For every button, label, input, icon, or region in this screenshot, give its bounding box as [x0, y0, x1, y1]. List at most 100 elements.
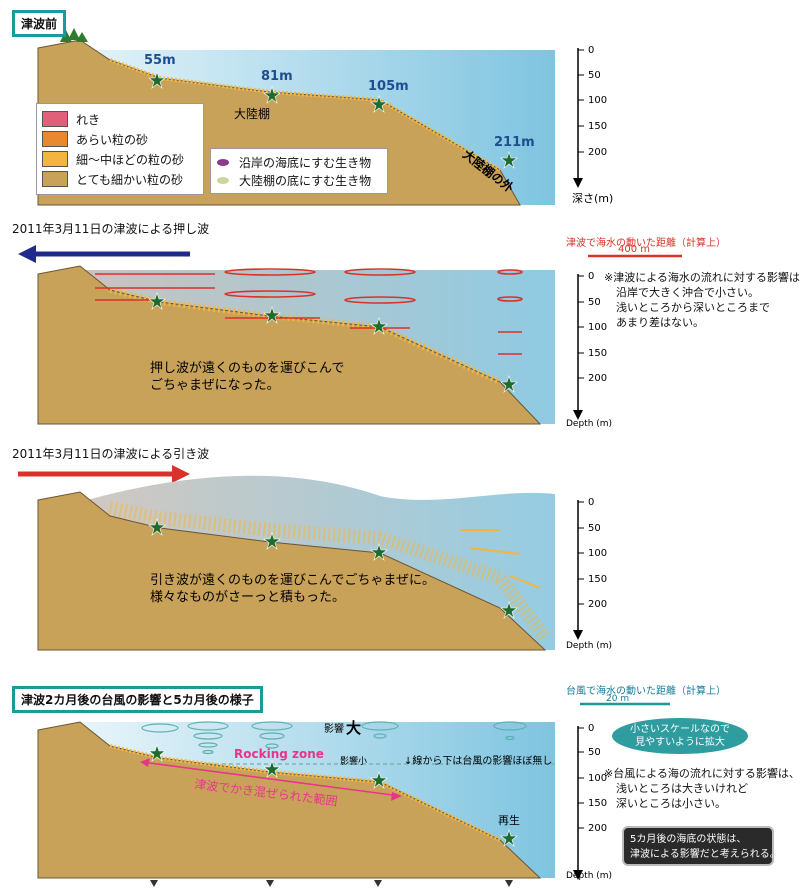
- legend-label: 大陸棚の底にすむ生き物: [239, 173, 372, 188]
- benthic-shelf-icon: [217, 176, 229, 184]
- depth-axis: 0 50 100 150 200 Depth (m): [566, 723, 612, 881]
- star-icon: [148, 518, 166, 536]
- box-line: 5カ月後の海底の状態は、: [630, 834, 747, 845]
- depth-tick: 200: [588, 823, 607, 834]
- star-icon: [500, 601, 518, 619]
- life-legend: 沿岸の海底にすむ生き物 大陸棚の底にすむ生き物: [210, 148, 388, 194]
- star-icon: [500, 375, 518, 393]
- point-label: 211m: [494, 135, 535, 150]
- sea-water: [80, 475, 555, 650]
- depth-tick: 0: [588, 723, 594, 734]
- depth-axis: 0 50 100 150 200 Depth (m): [566, 497, 612, 651]
- note-line: 深いところは小さい。: [616, 797, 726, 810]
- flow-arrows: [460, 529, 541, 589]
- mixed-range-arrow: [141, 761, 401, 797]
- panel2-note: ※津波による海水の流れに対する影響は、 沿岸で大きく沖合で小さい。 浅いところか…: [604, 270, 800, 330]
- star-icon: [370, 771, 388, 789]
- star-icon: [263, 760, 281, 778]
- legend-label: とても細かい粒の砂: [76, 172, 184, 187]
- star-icon: [500, 151, 518, 169]
- arrow-head: [18, 245, 36, 263]
- star-icon: [148, 744, 166, 762]
- seafloor: [37, 491, 547, 651]
- effect-large-prefix: 影響: [324, 722, 344, 735]
- point-label: 55m: [144, 53, 176, 68]
- panel3-diagram: 引き波が遠くのものを運びこんでごちゃまぜに。 様々なものがさーっと積もった。 0…: [18, 465, 612, 651]
- legend-label: れき: [76, 112, 101, 127]
- depth-tick: 100: [588, 322, 607, 333]
- star-icon: [500, 829, 518, 847]
- depth-tick: 50: [588, 747, 601, 758]
- star-icon: [370, 95, 388, 113]
- star-icon: [370, 317, 388, 335]
- panel4-tag: 津波2カ月後の台風の影響と5カ月後の様子: [12, 686, 263, 713]
- panel4-diagram: 影響 大 影響小 Rocking zone ↓線から下は台風の影響ほぼ無し 津波…: [37, 702, 670, 887]
- legend-swatch: [42, 151, 68, 167]
- depth-tick: 50: [588, 523, 601, 534]
- depth-tick: 150: [588, 121, 607, 132]
- depth-tick: 0: [588, 271, 594, 282]
- star-icon: [263, 86, 281, 104]
- depth-tick: 200: [588, 373, 607, 384]
- legend-swatch: [42, 131, 68, 147]
- sea-water: [60, 50, 555, 205]
- depth-tick: 50: [588, 297, 601, 308]
- panel4-scale-title: 台風で海水の動いた距離（計算上）: [566, 686, 726, 697]
- arrow-head: [140, 758, 150, 767]
- sediment-layer: [109, 58, 502, 172]
- panel2-caption-line: ごちゃまぜになった。: [150, 377, 280, 393]
- enlarge-bubble: 小さいスケールなので 見やすいように拡大: [612, 718, 748, 754]
- star-icon: [263, 532, 281, 550]
- point-label: 105m: [368, 79, 409, 94]
- star-markers: [148, 71, 518, 169]
- mixed-sediment: [109, 287, 502, 385]
- sea-water: [80, 722, 555, 878]
- star-icon: [148, 292, 166, 310]
- panel3-caption-line: 様々なものがさーっと積もった。: [150, 590, 345, 605]
- star-markers: [148, 292, 518, 393]
- depth-tick: 100: [588, 95, 607, 106]
- note-line: 浅いところから深いところまで: [616, 301, 770, 314]
- legend-label: 沿岸の海底にすむ生き物: [239, 155, 372, 170]
- arrow-head: [172, 465, 190, 483]
- depth-tick: 100: [588, 773, 607, 784]
- panel4-scale-value: 20 m: [606, 694, 630, 704]
- depth-tick: 0: [588, 45, 594, 56]
- panel1-tag: 津波前: [12, 10, 67, 37]
- sea-water: [80, 270, 555, 424]
- legend-label: あらい粒の砂: [76, 132, 149, 147]
- star-icon: [263, 306, 281, 324]
- benthic-coastal-icon: [217, 158, 229, 166]
- effect-small: 影響小: [340, 755, 367, 767]
- five-month-box: 5カ月後の海底の状態は、 津波による影響だと考えられる。: [622, 826, 780, 866]
- note-line: ※津波による海水の流れに対する影響は、: [604, 271, 800, 284]
- panel3-caption-line: 引き波が遠くのものを運びこんでごちゃまぜに。: [150, 572, 435, 588]
- legend-swatch: [42, 111, 68, 127]
- note-line: 沿岸で大きく沖合で小さい。: [616, 286, 759, 299]
- panel4-note: ※台風による海の流れに対する影響は、 浅いところは大きいけれど 深いところは小さ…: [604, 766, 800, 811]
- depth-tick: 150: [588, 574, 607, 585]
- panel2-scale-title: 津波で海水の動いた距離（計算上）: [566, 238, 726, 249]
- depth-tick: 150: [588, 348, 607, 359]
- panel2-caption-line: 押し波が遠くのものを運びこんで: [150, 361, 344, 376]
- depth-tick: 200: [588, 147, 607, 158]
- arrow-head: [391, 792, 402, 801]
- shelf-label: 大陸棚: [234, 106, 270, 121]
- mixed-sediment: [108, 501, 551, 643]
- depth-axis-title: 深さ(m): [572, 192, 613, 205]
- star-icon: [148, 71, 166, 89]
- depth-tick: 100: [588, 548, 607, 559]
- box-line: 津波による影響だと考えられる。: [630, 849, 780, 860]
- depth-axis-title: Depth (m): [566, 641, 612, 651]
- panel3-title: 2011年3月11日の津波による引き波: [12, 447, 210, 461]
- sediment-layer: [109, 744, 501, 842]
- orbital-ellipses: [141, 721, 527, 755]
- bottom-markers: [150, 880, 513, 887]
- depth-tick: 150: [588, 798, 607, 809]
- note-line: あまり差はない。: [616, 316, 704, 329]
- star-markers: [148, 744, 518, 847]
- boundary-note: ↓線から下は台風の影響ほぼ無し: [404, 754, 552, 767]
- regen-label: 再生: [498, 813, 520, 827]
- legend-label: 細〜中ほどの粒の砂: [76, 152, 185, 167]
- star-icon: [370, 543, 388, 561]
